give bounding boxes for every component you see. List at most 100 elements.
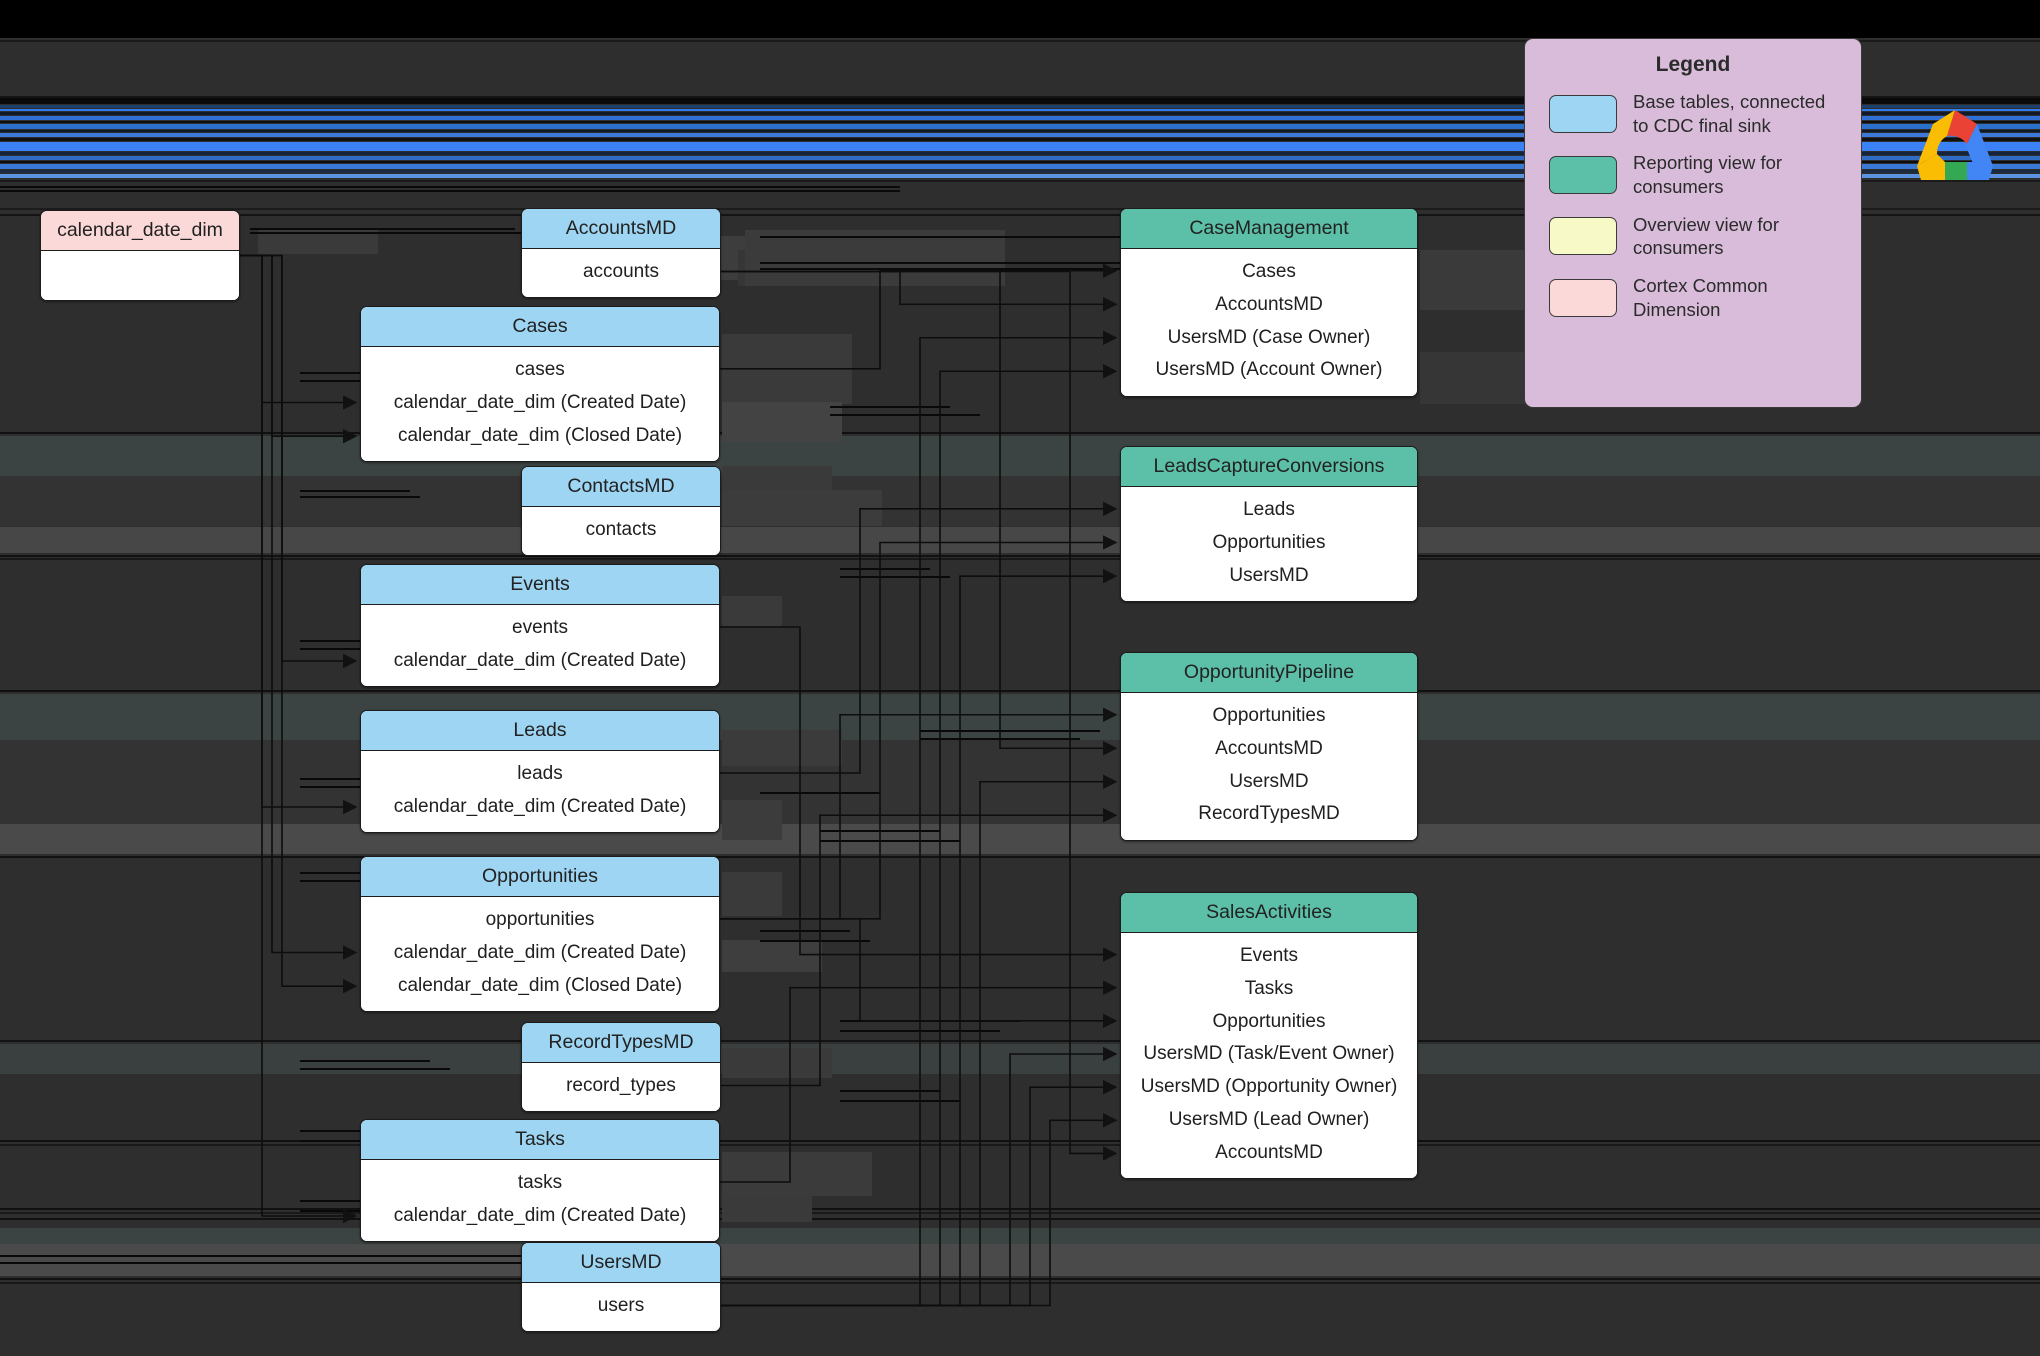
entity-node-calendar_date_dim[interactable]: calendar_date_dim [40,210,240,302]
legend-item: Overview view for consumers [1525,206,1861,267]
entity-node-row: calendar_date_dim (Created Date) [393,1204,687,1226]
connector-edge [720,626,1118,962]
glitch-band [840,576,950,578]
entity-node-row: Cases [1242,260,1296,282]
entity-node-row: AccountsMD [1215,1142,1323,1163]
connector-edge [721,270,1118,312]
glitch-band [0,1228,2040,1244]
entity-node-row: UsersMD (Task/Event Owner) [1143,1043,1395,1065]
connector-edge [720,918,1118,1029]
entity-node-row: events [512,616,568,638]
connector-edge [721,1079,1118,1307]
connector-edge [721,808,1118,1087]
legend-swatch-icon [1549,278,1617,317]
entity-node-title: RecordTypesMD [522,1023,720,1064]
entity-node-body: record_types [522,1063,720,1112]
glitch-band [722,490,882,526]
glitch-band [830,406,950,408]
entity-node-title: SalesActivities [1121,893,1417,934]
entity-node-row: AccountsMD [1215,737,1323,759]
glitch-band [300,496,420,498]
entity-node-row: UsersMD (Case Owner) [1167,326,1371,348]
glitch-band [0,690,2040,692]
glitch-band [0,856,2040,858]
glitch-band [722,940,822,972]
glitch-band [722,800,782,840]
entity-node-row: AccountsMD [1215,293,1323,315]
glitch-band [760,792,880,794]
glitch-band [0,1244,2040,1276]
glitch-band [0,1212,2040,1214]
connector-edge [721,364,1118,1307]
entity-node-title: ContactsMD [522,467,720,508]
glitch-band [840,568,930,570]
glitch-band [722,466,832,500]
entity-node-row: UsersMD (Lead Owner) [1168,1109,1370,1131]
glitch-band [722,334,852,404]
glitch-band [722,1196,812,1222]
glitch-band [840,1100,960,1102]
legend-swatch-icon [1549,156,1617,195]
entity-node-title: Leads [361,711,719,752]
glitch-band [0,555,2040,557]
glitch-band [840,1030,1000,1032]
entity-node-row: Tasks [1244,977,1294,999]
glitch-band [0,1144,2040,1146]
connector-edge [720,535,1118,920]
entity-node-title: CaseManagement [1121,209,1417,250]
entity-node-body: accounts [522,249,720,298]
glitch-band [840,1020,1020,1022]
entity-node-recordtypesmd[interactable]: RecordTypesMD record_types [521,1022,721,1113]
entity-node-title: AccountsMD [522,209,720,250]
connector-edge [721,270,1118,756]
glitch-band [0,824,2040,854]
glitch-band [0,190,900,192]
glitch-band [722,730,842,766]
entity-node-row: record_types [566,1074,676,1096]
glitch-band [722,1152,872,1196]
connector-edge [240,254,358,669]
glitch-band [0,527,2040,553]
glitch-band [720,236,830,280]
glitch-band [250,232,550,234]
glitch-band [760,930,850,932]
entity-node-row: Leads [1243,498,1295,520]
glitch-band [745,230,1005,286]
glitch-band [738,250,828,286]
connector-edge [721,568,1118,1307]
entity-node-title: LeadsCaptureConversions [1121,447,1417,488]
entity-node-row: Opportunities [1212,704,1326,726]
glitch-band [0,694,2040,740]
glitch-band [0,476,2040,526]
connector-edge [720,707,1118,920]
glitch-band [820,840,960,842]
entity-node-body: users [522,1283,720,1332]
entity-node-row: calendar_date_dim (Closed Date) [397,974,683,996]
glitch-band [722,596,782,626]
connector-edge [721,1113,1118,1307]
glitch-band [0,740,2040,824]
glitch-band [722,872,782,916]
legend-swatch-icon [1549,94,1617,133]
entity-node-title: calendar_date_dim [41,211,239,252]
connector-edge [240,254,358,410]
legend-item: Cortex Common Dimension [1525,267,1861,328]
connector-edge [720,980,1118,1183]
glitch-band [920,730,1100,732]
